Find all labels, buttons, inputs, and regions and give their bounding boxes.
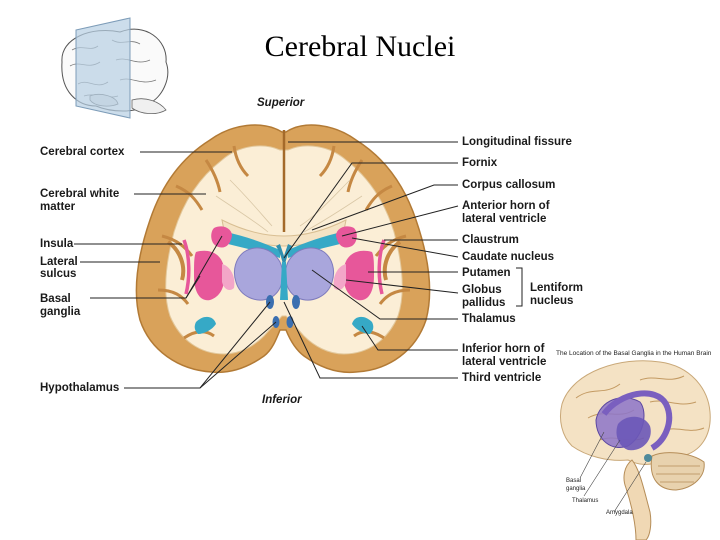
third-ventricle-label: Third ventricle: [462, 372, 542, 384]
inferior-horn-label-2: lateral ventricle: [462, 356, 547, 368]
anterior-horn-label-1: Anterior horn of: [462, 200, 550, 212]
slide-title: Cerebral Nuclei: [264, 30, 456, 63]
insula-label: Insula: [40, 238, 74, 250]
leader-lines: [74, 141, 523, 389]
fornix-label: Fornix: [462, 157, 498, 169]
thumbnail-brain: [61, 17, 169, 119]
coronal-section: [135, 124, 431, 374]
inset-basal-label-1: Basal: [566, 478, 582, 484]
third-ventricle-shape: [280, 262, 288, 300]
inferior-horn-right: [352, 316, 374, 334]
lateral-sulcus-label-2: sulcus: [40, 268, 77, 280]
longitudinal-fissure-label: Longitudinal fissure: [462, 136, 572, 148]
hypothalamus-right-1: [292, 295, 300, 309]
putamen-left: [194, 250, 225, 301]
cerebral-cortex-label: Cerebral cortex: [40, 146, 125, 158]
hypothalamus-right-2: [286, 316, 294, 328]
inset-brain: [559, 360, 711, 540]
globus-pallidus-label-2: pallidus: [462, 297, 506, 309]
basal-ganglia-label-1: Basal: [40, 293, 71, 305]
thalamus-right: [284, 247, 335, 301]
cerebral-white-matter-label-1: Cerebral white: [40, 188, 120, 200]
claustrum-left: [182, 239, 191, 295]
inset-basal-label-2: ganglia: [566, 486, 586, 492]
putamen-label: Putamen: [462, 267, 511, 279]
corpus-callosum-label: Corpus callosum: [462, 179, 556, 191]
inset-thalamus-label: Thalamus: [572, 498, 599, 504]
hypothalamus-label: Hypothalamus: [40, 382, 120, 394]
claustrum-right: [377, 239, 386, 295]
putamen-right: [343, 250, 374, 301]
basal-ganglia-label-2: ganglia: [40, 306, 81, 318]
caudate-nucleus-label: Caudate nucleus: [462, 251, 555, 263]
lateral-sulcus-label-1: Lateral: [40, 256, 78, 268]
caudate-right: [336, 226, 357, 248]
lentiform-nucleus-label-2: nucleus: [530, 295, 574, 307]
inferior-label: Inferior: [262, 394, 302, 406]
thalamus-left: [233, 247, 284, 301]
globus-pallidus-label-1: Globus: [462, 284, 502, 296]
inset-caption: The Location of the Basal Ganglia in the…: [556, 350, 712, 357]
anterior-horn-label-2: lateral ventricle: [462, 213, 547, 225]
inferior-horn-label-1: Inferior horn of: [462, 343, 545, 355]
inferior-horn-left: [194, 316, 216, 334]
claustrum-label: Claustrum: [462, 234, 519, 246]
globus-pallidus-left: [222, 264, 235, 290]
thalamus-label: Thalamus: [462, 313, 516, 325]
globus-pallidus-right: [333, 264, 346, 290]
inset-amygdala-label: Amygdala: [606, 510, 633, 516]
superior-label: Superior: [257, 97, 305, 109]
cerebral-white-matter-label-2: matter: [40, 201, 76, 213]
fornix-shape: [276, 244, 292, 268]
lentiform-nucleus-label-1: Lentiform: [530, 282, 584, 294]
